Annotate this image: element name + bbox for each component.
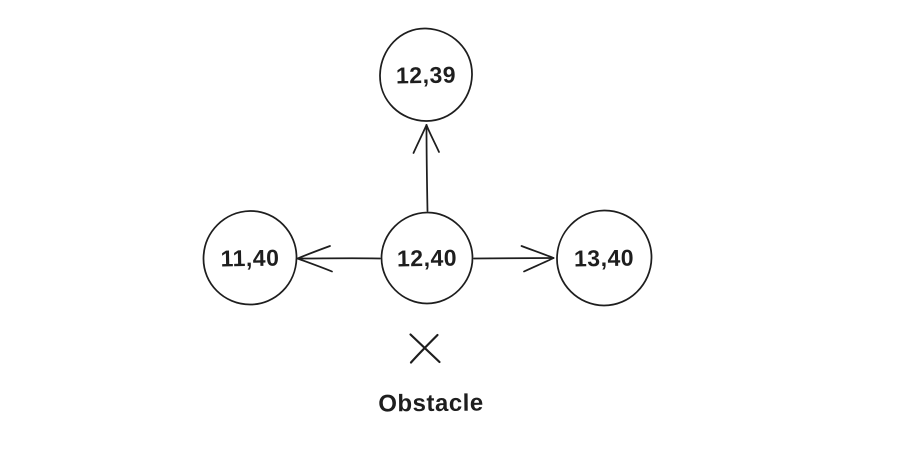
x-stroke-2 [409,333,439,364]
edge-line [425,124,429,212]
obstacle-x-icon [409,333,441,364]
node-circle [202,210,298,306]
node-label: 12,40 [396,243,458,272]
arrowhead-right-lower-barb [523,257,555,273]
node-12-40: 12,40 [377,208,477,308]
node-circle [380,211,474,305]
node-12-39: 12,39 [376,25,476,125]
edge-line [473,257,555,260]
node-11-40: 11,40 [200,208,300,308]
node-label: 11,40 [220,243,280,272]
edge-center-to-right [473,245,555,273]
circle-outline [380,211,474,305]
obstacle-label: Obstacle [378,389,484,418]
node-circle [556,209,653,307]
circle-outline [379,27,473,122]
circle-outline [556,209,653,307]
node-label: 13,40 [573,243,635,272]
arrowhead-up-right-barb [425,124,440,153]
arrowhead-left-lower-barb [296,257,333,273]
node-circle [379,27,473,122]
arrowhead-left-upper-barb [296,245,331,260]
arrowhead-right-upper-barb [520,245,555,259]
node-13-40: 13,40 [554,208,654,308]
arrowhead-up-left-barb [412,124,428,154]
edge-center-to-top [412,124,440,212]
circle-outline [202,210,298,306]
node-label: 12,39 [395,60,457,89]
edge-center-to-left [296,245,381,273]
